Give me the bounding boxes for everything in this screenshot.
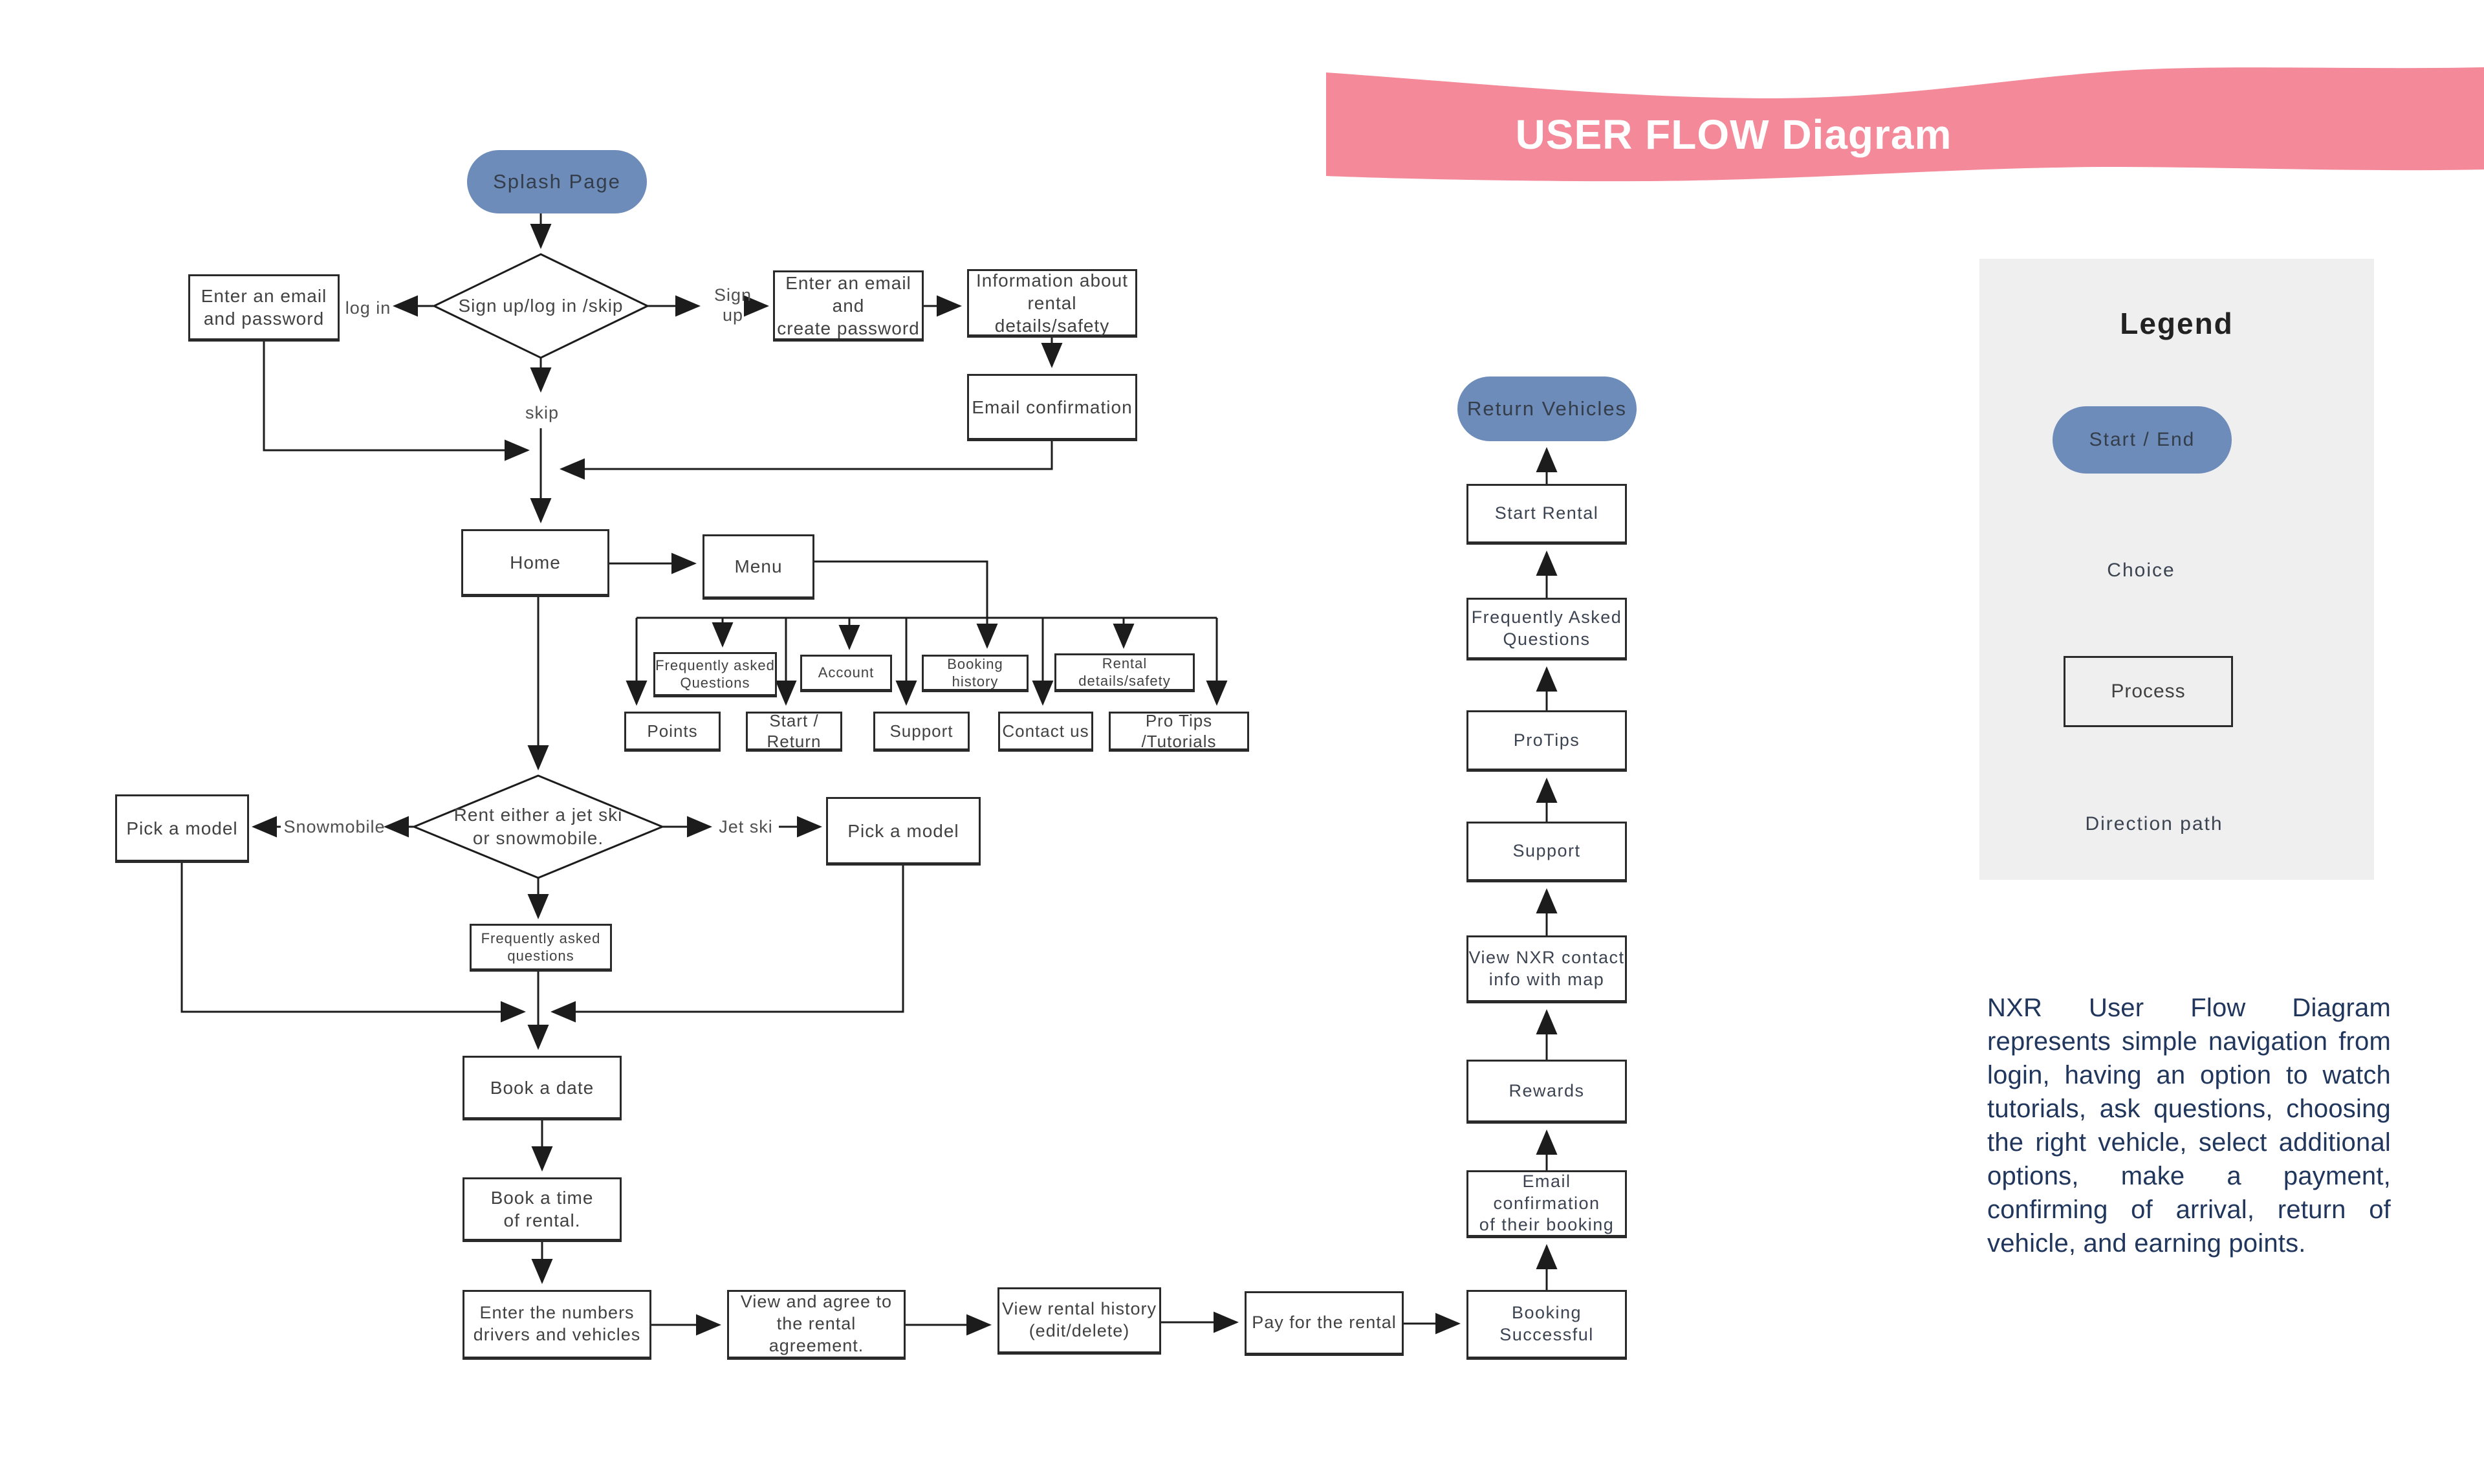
edge-label-login: log in [345,298,391,318]
node-rent-faq: Frequently asked questions [470,924,612,972]
node-book-date: Book a date [463,1056,622,1120]
node-menu-contact-us: Contact us [998,712,1093,752]
node-menu-support: Support [873,712,970,752]
flow-edges [180,213,1558,1336]
legend-start-end-pill: Start / End [2053,406,2232,474]
node-view-nxr-contact: View NXR contact info with map [1466,935,1627,1003]
node-email-confirmation: Email confirmation [967,374,1137,441]
legend-title: Legend [2120,307,2234,340]
legend-process-box: Process [2064,656,2233,727]
edge-pickleft-merge [180,863,526,1023]
edge-menu-elbow [814,560,998,649]
page-title: USER FLOW Diagram [1515,111,1952,158]
node-menu-rental-details: Rental details/safety [1054,653,1195,692]
node-support-right: Support [1466,822,1627,882]
decision-rent-diamond [411,774,665,879]
decision-signup-diamond [431,253,650,359]
node-menu-faq: Frequently asked Questions [653,652,777,697]
node-menu-pro-tips: Pro Tips /Tutorials [1109,711,1249,752]
node-email-conf-booking: Email confirmation of their booking [1466,1170,1627,1238]
decision-rent-label: Rent either a jet ski or snowmobile. [453,804,623,848]
node-menu-account: Account [800,655,892,692]
edge-login-merge [263,342,530,461]
decision-signup-label: Sign up/log in /skip [458,295,624,316]
node-menu-points: Points [624,712,721,752]
node-booking-successful: Booking Successful [1466,1290,1627,1360]
edge-label-skip: skip [525,402,559,422]
node-menu-booking-history: Booking history [922,655,1029,692]
decision-shapes [411,253,665,879]
node-menu-start-return: Start / Return [746,711,842,752]
edge-label-jetski: Jet ski [719,816,773,836]
node-enter-email-password: Enter an email and password [188,274,340,342]
node-enter-email-create-password: Enter an email and create password [773,270,924,342]
edge-pickright-merge [550,866,904,1023]
node-faq-right: Frequently Asked Questions [1466,598,1627,660]
node-splash-page: Splash Page [467,150,647,213]
node-view-history: View rental history (edit/delete) [997,1287,1161,1355]
diagram-description: NXR User Flow Diagram represents simple … [1987,994,2391,1258]
node-pick-model-jetski: Pick a model [826,797,981,866]
legend-choice-label: Choice [2107,560,2175,581]
legend-direction-label: Direction path [2085,813,2223,835]
node-return-vehicles: Return Vehicles [1457,376,1637,441]
node-info-rental-details: Information about rental details/safety [967,269,1137,338]
node-home: Home [461,529,609,597]
legend-panel [1979,259,2374,880]
node-menu: Menu [703,534,814,600]
node-book-time: Book a time of rental. [463,1177,622,1242]
node-enter-numbers: Enter the numbers drivers and vehicles [463,1290,651,1360]
banner-ribbon [1326,67,2484,182]
node-start-rental: Start Rental [1466,484,1627,545]
node-pay-rental: Pay for the rental [1245,1291,1404,1356]
edge-emailconf-merge [560,441,1053,480]
edge-label-signup: Sign up [714,285,752,325]
node-protips-right: ProTips [1466,710,1627,772]
node-pick-model-snowmobile: Pick a model [115,794,249,863]
edge-label-snowmobile: Snowmobile [283,816,386,836]
node-view-agree: View and agree to the rental agreement. [727,1290,906,1360]
node-rewards: Rewards [1466,1060,1627,1124]
